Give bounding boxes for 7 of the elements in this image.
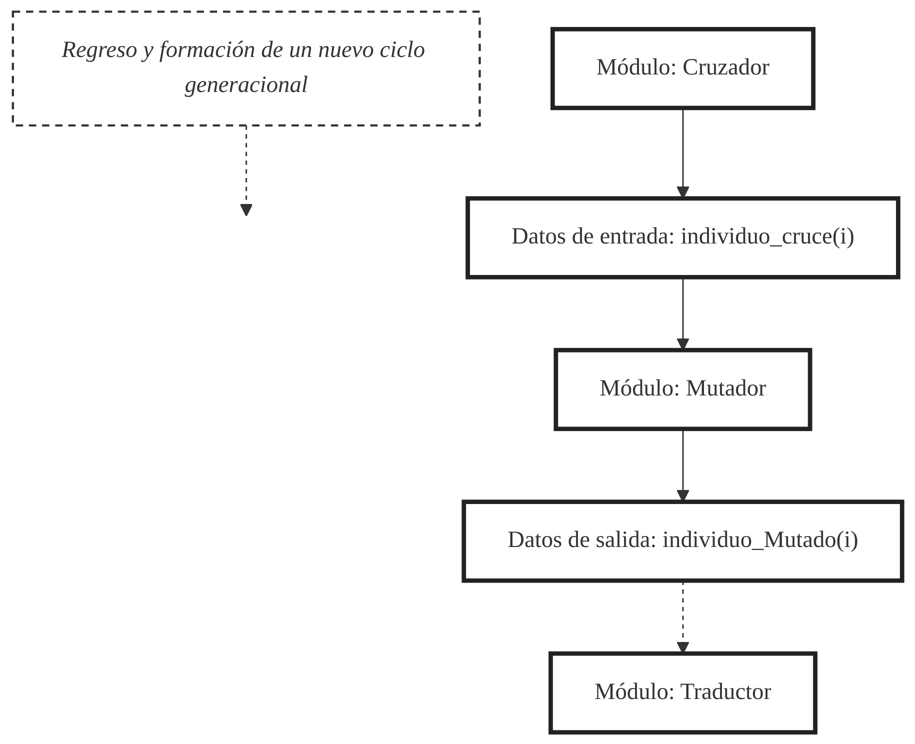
node-box	[462, 500, 904, 583]
node-box	[548, 651, 818, 735]
node-box	[554, 348, 812, 432]
node-box	[12, 10, 481, 127]
arrow	[240, 125, 253, 216]
node-box	[550, 26, 816, 110]
node-box	[466, 196, 900, 280]
